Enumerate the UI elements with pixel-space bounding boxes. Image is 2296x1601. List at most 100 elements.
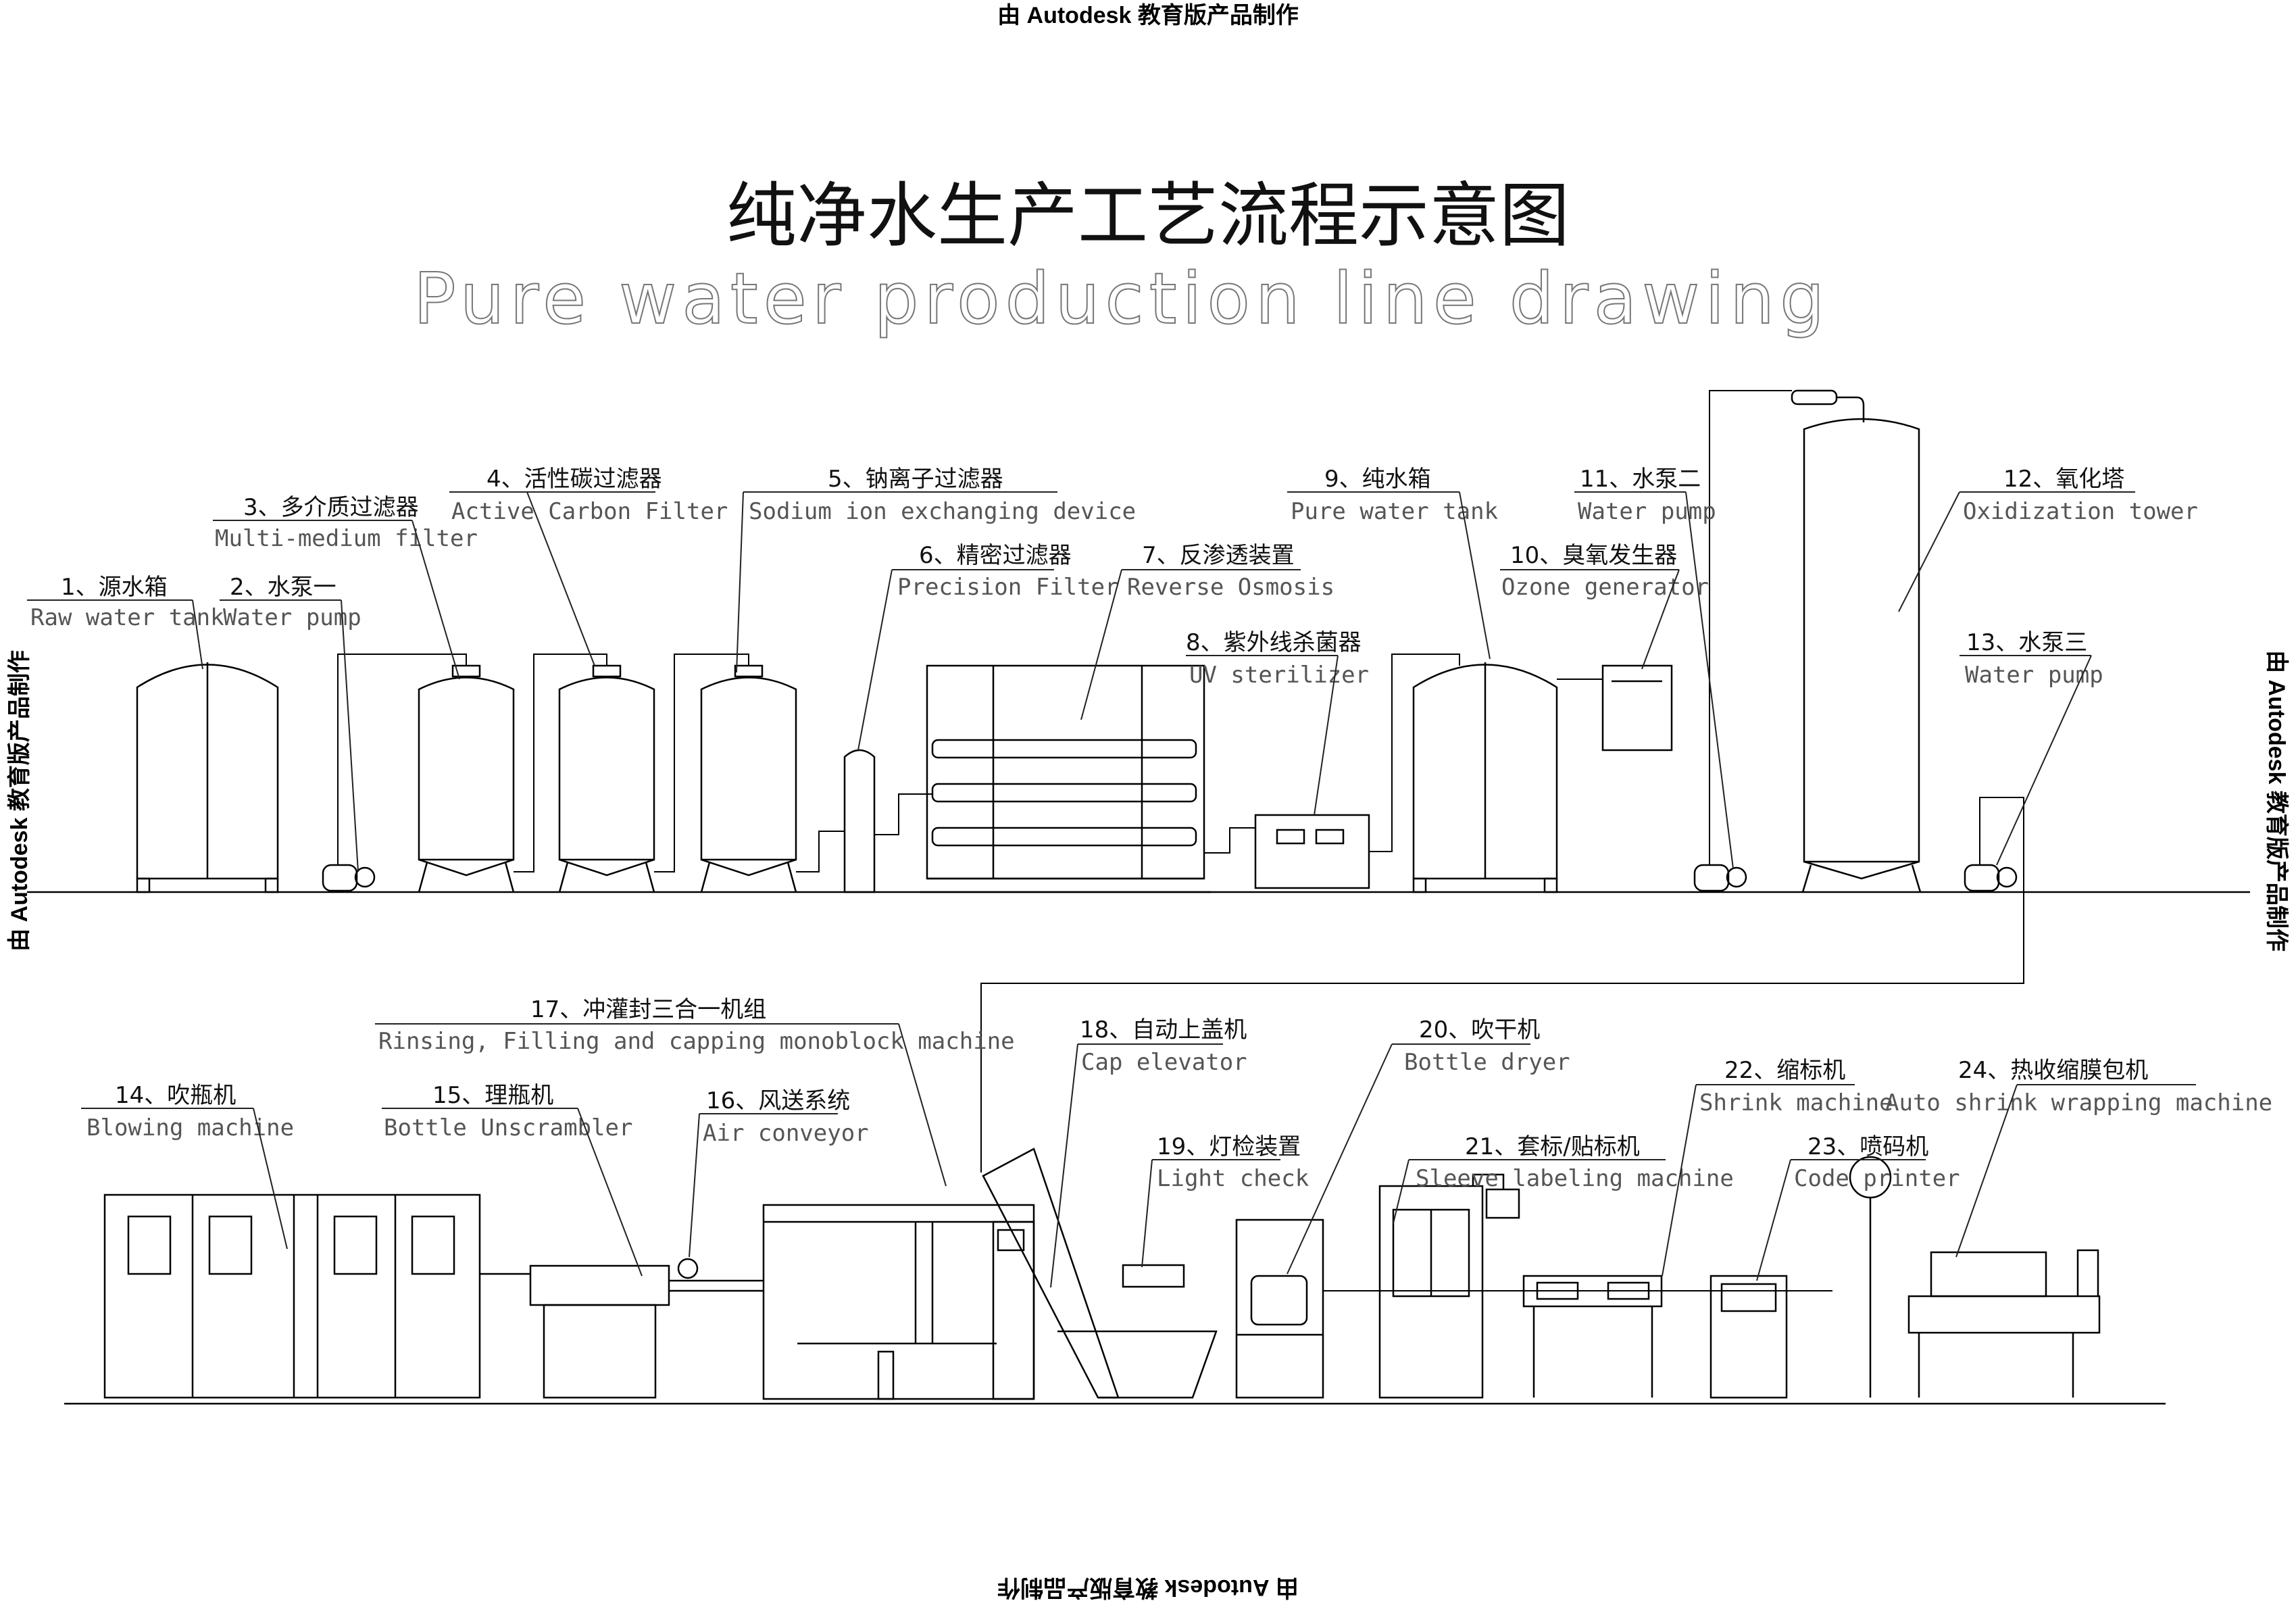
svg-text:16、风送系统: 16、风送系统	[706, 1087, 850, 1114]
svg-text:Bottle dryer: Bottle dryer	[1404, 1049, 1570, 1076]
label-18: 18、自动上盖机 Cap elevator	[1050, 1016, 1247, 1288]
watermark-left: 由 Autodesk 教育版产品制作	[7, 650, 32, 952]
svg-text:Blowing machine: Blowing machine	[86, 1114, 294, 1141]
code-printer-icon	[1709, 1275, 1788, 1399]
label-6: 6、精密过滤器 Precision Filter	[857, 542, 1119, 751]
raw-water-tank-icon	[136, 662, 279, 893]
svg-text:Rinsing, Filling and capping m: Rinsing, Filling and capping monoblock m…	[378, 1028, 1015, 1055]
cap-elevator-icon	[982, 1148, 1218, 1399]
svg-text:Multi-medium filter: Multi-medium filter	[215, 525, 478, 552]
bottle-unscrambler-icon	[480, 1264, 670, 1399]
svg-text:Ozone generator: Ozone generator	[1501, 574, 1709, 601]
svg-text:Sodium ion exchanging device: Sodium ion exchanging device	[749, 498, 1136, 525]
label-15: 15、理瓶机 Bottle Unscrambler	[382, 1082, 643, 1277]
svg-text:6、精密过滤器: 6、精密过滤器	[919, 542, 1072, 569]
svg-text:14、吹瓶机: 14、吹瓶机	[115, 1082, 236, 1109]
svg-text:24、热收缩膜包机: 24、热收缩膜包机	[1958, 1057, 2148, 1084]
label-23: 23、喷码机 Code printer	[1756, 1133, 1960, 1281]
label-13: 13、水泵三 Water pump	[1960, 629, 2103, 866]
label-20: 20、吹干机 Bottle dryer	[1287, 1016, 1570, 1275]
svg-text:Water pump: Water pump	[223, 604, 361, 631]
water-pump-1-icon	[322, 864, 376, 892]
svg-text:Active Carbon Filter: Active Carbon Filter	[451, 498, 728, 525]
pure-water-tank-icon	[1412, 662, 1558, 893]
label-12: 12、氧化塔 Oxidization tower	[1898, 466, 2198, 612]
svg-text:22、缩标机: 22、缩标机	[1724, 1057, 1845, 1084]
title-english: Pure water production line drawing	[414, 257, 1830, 340]
svg-text:18、自动上盖机: 18、自动上盖机	[1080, 1016, 1247, 1043]
label-9: 9、纯水箱 Pure water tank	[1287, 466, 1498, 660]
svg-text:Air conveyor: Air conveyor	[703, 1120, 869, 1147]
ozone-generator-icon	[1601, 664, 1673, 752]
shrink-wrapping-machine-icon	[1849, 1156, 2101, 1398]
water-pump-3-icon	[1964, 864, 2018, 892]
multi-medium-filter-icon	[418, 664, 515, 893]
water-pump-2-icon	[1693, 864, 1747, 892]
svg-text:20、吹干机: 20、吹干机	[1419, 1016, 1540, 1043]
label-19: 19、灯检装置 Light check	[1141, 1133, 1309, 1268]
label-8: 8、紫外线杀菌器 UV sterilizer	[1186, 629, 1369, 816]
bottle-dryer-icon	[1235, 1218, 1324, 1399]
svg-text:10、臭氧发生器: 10、臭氧发生器	[1510, 542, 1677, 569]
label-4: 4、活性碳过滤器 Active Carbon Filter	[449, 466, 728, 666]
label-14: 14、吹瓶机 Blowing machine	[81, 1082, 294, 1250]
svg-text:23、喷码机: 23、喷码机	[1807, 1133, 1928, 1160]
blowing-machine-icon	[103, 1193, 481, 1399]
label-3: 3、多介质过滤器 Multi-medium filter	[213, 494, 478, 680]
svg-text:Pure water tank: Pure water tank	[1291, 498, 1498, 525]
label-11: 11、水泵二 Water pump	[1574, 466, 1734, 869]
reverse-osmosis-icon	[920, 664, 1211, 893]
label-7: 7、反渗透装置 Reverse Osmosis	[1080, 542, 1334, 720]
svg-text:9、纯水箱: 9、纯水箱	[1324, 466, 1431, 493]
svg-text:4、活性碳过滤器: 4、活性碳过滤器	[486, 466, 662, 493]
label-10: 10、臭氧发生器 Ozone generator	[1500, 542, 1709, 670]
svg-text:21、套标/贴标机: 21、套标/贴标机	[1465, 1133, 1640, 1160]
sleeve-labeling-machine-icon	[1378, 1173, 1520, 1399]
upper-pipeline	[337, 390, 2024, 1173]
svg-text:Water pump: Water pump	[1578, 498, 1716, 525]
title-chinese: 纯净水生产工艺流程示意图	[726, 174, 1570, 257]
watermark-top: 由 Autodesk 教育版产品制作	[997, 3, 1299, 28]
svg-text:12、氧化塔: 12、氧化塔	[2003, 466, 2124, 493]
svg-text:11、水泵二: 11、水泵二	[1580, 466, 1701, 493]
oxidization-tower-icon	[1791, 389, 1922, 893]
svg-text:Bottle Unscrambler: Bottle Unscrambler	[384, 1114, 632, 1141]
label-17: 17、冲灌封三合一机组 Rinsing, Filling and capping…	[375, 996, 1015, 1187]
svg-text:Light check: Light check	[1157, 1165, 1309, 1192]
label-22: 22、缩标机 Shrink machine	[1662, 1057, 1893, 1277]
label-16: 16、风送系统 Air conveyor	[689, 1087, 869, 1258]
label-5: 5、钠离子过滤器 Sodium ion exchanging device	[736, 466, 1136, 673]
uv-sterilizer-icon	[1254, 814, 1370, 889]
shrink-machine-icon	[1522, 1275, 1663, 1398]
svg-text:Sleeve labeling machine: Sleeve labeling machine	[1416, 1165, 1734, 1192]
svg-text:1、源水箱: 1、源水箱	[61, 574, 168, 601]
watermark-right: 由 Autodesk 教育版产品制作	[2264, 650, 2289, 952]
label-2: 2、水泵一 Water pump	[220, 574, 361, 872]
svg-text:13、水泵三: 13、水泵三	[1966, 629, 2087, 656]
svg-text:8、紫外线杀菌器: 8、紫外线杀菌器	[1186, 629, 1362, 656]
rinsing-filling-capping-machine-icon	[762, 1204, 1035, 1400]
svg-text:Water pump: Water pump	[1965, 662, 2103, 689]
precision-filter-icon	[843, 749, 876, 893]
sodium-ion-filter-icon	[700, 664, 797, 893]
svg-text:Raw water tank: Raw water tank	[30, 604, 224, 631]
svg-text:2、水泵一: 2、水泵一	[230, 574, 336, 601]
svg-text:Code printer: Code printer	[1794, 1165, 1960, 1192]
svg-text:15、理瓶机: 15、理瓶机	[432, 1082, 553, 1109]
svg-text:Cap elevator: Cap elevator	[1081, 1049, 1247, 1076]
svg-text:Oxidization tower: Oxidization tower	[1963, 498, 2198, 525]
svg-text:3、多介质过滤器: 3、多介质过滤器	[243, 494, 419, 521]
svg-text:Reverse Osmosis: Reverse Osmosis	[1127, 574, 1334, 601]
svg-text:Shrink machine: Shrink machine	[1699, 1089, 1893, 1116]
svg-text:7、反渗透装置: 7、反渗透装置	[1142, 542, 1295, 569]
label-24: 24、热收缩膜包机 Auto shrink wrapping machine	[1885, 1057, 2272, 1258]
svg-text:UV sterilizer: UV sterilizer	[1189, 662, 1369, 689]
active-carbon-filter-icon	[558, 664, 655, 893]
svg-text:5、钠离子过滤器: 5、钠离子过滤器	[828, 466, 1003, 493]
svg-text:Auto shrink wrapping machine: Auto shrink wrapping machine	[1885, 1089, 2272, 1116]
label-1: 1、源水箱 Raw water tank	[27, 574, 224, 670]
watermark-bottom: 由 Autodesk 教育版产品制作	[997, 1575, 1299, 1600]
svg-text:17、冲灌封三合一机组: 17、冲灌封三合一机组	[530, 996, 766, 1023]
svg-text:19、灯检装置: 19、灯检装置	[1157, 1133, 1301, 1160]
